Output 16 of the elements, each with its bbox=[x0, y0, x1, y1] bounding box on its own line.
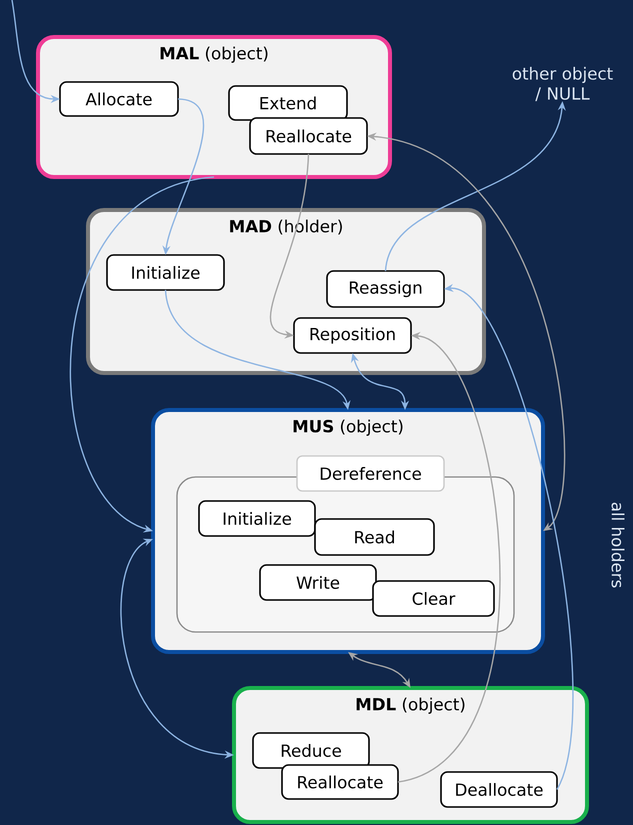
operation-box: Deallocate bbox=[440, 771, 558, 808]
operation-box: Write bbox=[259, 564, 377, 601]
edge-label: all holders bbox=[610, 500, 626, 590]
operation-box: Allocate bbox=[59, 81, 179, 117]
operation-box: Initialize bbox=[198, 500, 316, 537]
operation-box: Extend bbox=[228, 85, 348, 121]
operation-box: Reassign bbox=[326, 270, 445, 308]
operation-box: Read bbox=[314, 518, 435, 556]
operation-box: Reallocate bbox=[249, 117, 368, 155]
arrow bbox=[70, 176, 214, 532]
operation-box: Reduce bbox=[252, 732, 370, 769]
operation-box: Initialize bbox=[106, 254, 225, 291]
target-label: other object / NULL bbox=[512, 66, 613, 102]
operation-box: Reallocate bbox=[281, 764, 399, 800]
operation-box: Reposition bbox=[293, 317, 412, 354]
operation-box: Clear bbox=[372, 580, 495, 617]
